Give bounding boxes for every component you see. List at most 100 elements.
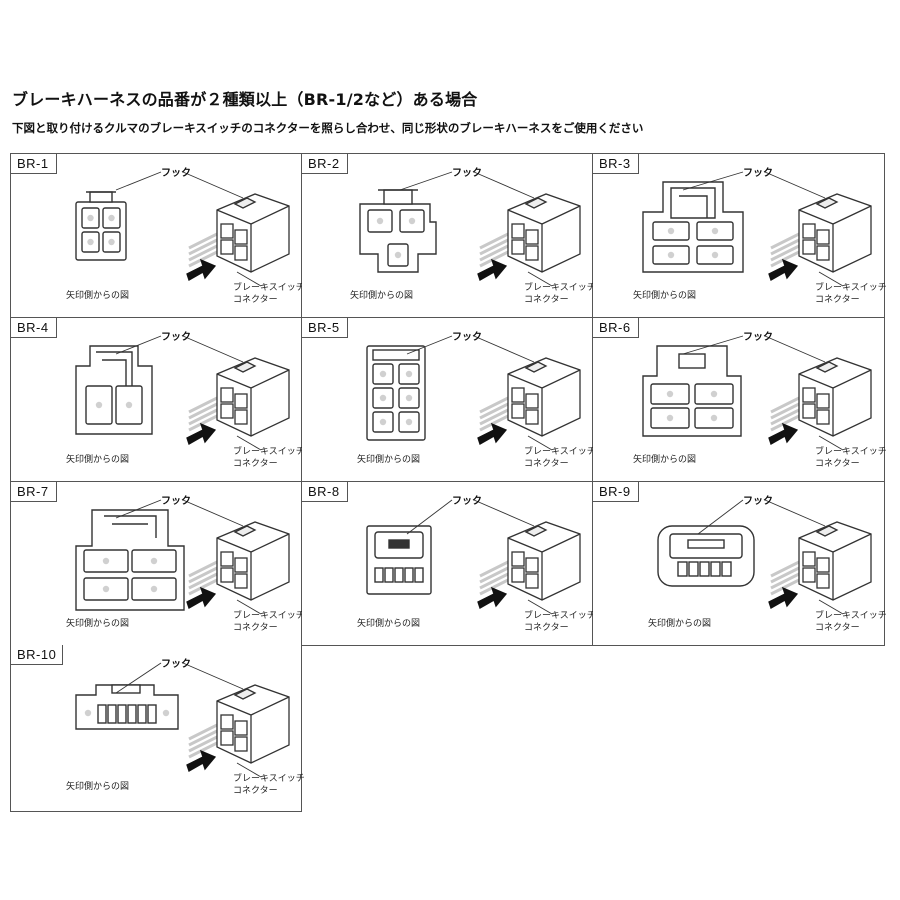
connector-caption-line2: コネクター: [815, 459, 860, 469]
panel-label: BR-3: [593, 154, 639, 174]
hook-label: フック: [161, 168, 191, 179]
connector-caption-line1: ブレーキスイッチ: [233, 283, 305, 293]
panel-br-5: BR-5 フック矢印側からの図 ブレーキスイッチコネクター: [302, 318, 596, 482]
brake-switch-connector-drawing: [477, 357, 581, 445]
front-view-diagram: [75, 191, 127, 261]
hook-label: フック: [743, 496, 773, 507]
front-view-diagram: [642, 345, 742, 437]
panel-br-10: BR-10 フック矢印側からの図 ブレーキスイッチコネクター: [10, 645, 305, 812]
hook-leader-lines: [682, 171, 844, 287]
connector-caption-line2: コネクター: [233, 459, 278, 469]
panel-drawing: [75, 499, 290, 615]
panel-drawing: [366, 335, 581, 451]
connector-caption-line1: ブレーキスイッチ: [233, 774, 305, 784]
front-view-caption: 矢印側からの図: [357, 455, 421, 465]
panel-drawing: [642, 171, 872, 287]
front-view-diagram: [75, 509, 185, 611]
hook-label: フック: [743, 168, 773, 179]
panel-br-3: BR-3 フック矢印側からの図 ブレーキスイッチコネクター: [593, 154, 887, 318]
panel-br-2: BR-2 フック矢印側からの図 ブレーキスイッチコネクター: [302, 154, 596, 318]
panel-label: BR-5: [302, 318, 348, 338]
hook-label: フック: [452, 496, 482, 507]
connector-caption-line1: ブレーキスイッチ: [815, 283, 887, 293]
hook-leader-lines: [406, 499, 553, 615]
panel-label: BR-4: [11, 318, 57, 338]
connector-caption-line2: コネクター: [524, 623, 569, 633]
panel-label: BR-6: [593, 318, 639, 338]
connector-caption-line1: ブレーキスイッチ: [233, 611, 305, 621]
front-view-diagram: [359, 189, 437, 273]
brake-switch-connector-drawing: [186, 521, 290, 609]
front-view-caption: 矢印側からの図: [357, 619, 421, 629]
connector-caption-line1: ブレーキスイッチ: [815, 447, 887, 457]
panel-drawing: [75, 662, 290, 778]
hook-leader-lines: [115, 662, 262, 778]
front-view-caption: 矢印側からの図: [633, 455, 697, 465]
connector-caption-line1: ブレーキスイッチ: [233, 447, 305, 457]
connector-caption-line1: ブレーキスイッチ: [524, 447, 596, 457]
panel-drawing: [642, 335, 872, 451]
connector-caption-line2: コネクター: [233, 623, 278, 633]
hook-leader-lines: [115, 499, 262, 615]
front-view-diagram: [642, 181, 744, 273]
brake-switch-connector-drawing: [186, 357, 290, 445]
front-view-caption: 矢印側からの図: [66, 291, 130, 301]
connector-caption-line1: ブレーキスイッチ: [815, 611, 887, 621]
panel-br-7: BR-7 フック矢印側からの図 ブレーキスイッチコネクター: [11, 482, 305, 646]
panel-label: BR-2: [302, 154, 348, 174]
panel-label: BR-7: [11, 482, 57, 502]
front-view-diagram: [657, 525, 755, 587]
hook-label: フック: [161, 332, 191, 343]
brake-switch-connector-drawing: [186, 193, 290, 281]
front-view-caption: 矢印側からの図: [66, 619, 130, 629]
hook-leader-lines: [115, 335, 262, 451]
panel-drawing: [359, 171, 581, 287]
brake-switch-connector-drawing: [186, 684, 290, 772]
connector-caption-line2: コネクター: [233, 295, 278, 305]
connector-caption-line2: コネクター: [524, 459, 569, 469]
connector-caption-line2: コネクター: [815, 623, 860, 633]
front-view-caption: 矢印側からの図: [648, 619, 712, 629]
page-heading: ブレーキハーネスの品番が２種類以上（BR-1/2など）ある場合: [12, 90, 478, 109]
brake-switch-connector-drawing: [768, 193, 872, 281]
connector-caption-line2: コネクター: [233, 786, 278, 796]
connector-caption-line2: コネクター: [815, 295, 860, 305]
hook-label: フック: [161, 659, 191, 670]
panel-label: BR-10: [11, 645, 64, 665]
panel-drawing: [366, 499, 581, 615]
panel-br-6: BR-6 フック矢印側からの図 ブレーキスイッチコネクター: [593, 318, 887, 482]
panel-br-8: BR-8 フック矢印側からの図 ブレーキスイッチコネクター: [302, 482, 596, 646]
hook-label: フック: [452, 332, 482, 343]
connector-caption-line1: ブレーキスイッチ: [524, 611, 596, 621]
hook-leader-lines: [115, 171, 262, 287]
front-view-diagram: [366, 525, 432, 595]
hook-leader-lines: [399, 171, 553, 287]
front-view-caption: 矢印側からの図: [350, 291, 414, 301]
front-view-caption: 矢印側からの図: [66, 455, 130, 465]
hook-label: フック: [743, 332, 773, 343]
front-view-caption: 矢印側からの図: [66, 782, 130, 792]
panel-label: BR-8: [302, 482, 348, 502]
panel-drawing: [75, 335, 290, 451]
hook-label: フック: [452, 168, 482, 179]
panel-drawing: [657, 499, 872, 615]
panel-label: BR-9: [593, 482, 639, 502]
brake-switch-connector-drawing: [768, 521, 872, 609]
brake-switch-connector-drawing: [477, 521, 581, 609]
front-view-diagram: [75, 345, 153, 435]
connector-caption-line1: ブレーキスイッチ: [524, 283, 596, 293]
panel-drawing: [75, 171, 290, 287]
panel-br-1: BR-1 フック矢印側からの図 ブレーキスイッチコネクター: [11, 154, 305, 318]
hook-label: フック: [161, 496, 191, 507]
instruction-text: 下図と取り付けるクルマのブレーキスイッチのコネクターを照らし合わせ、同じ形状のブ…: [12, 121, 644, 135]
hook-leader-lines: [697, 499, 844, 615]
front-view-caption: 矢印側からの図: [633, 291, 697, 301]
front-view-diagram: [366, 345, 426, 441]
panel-br-9: BR-9 フック矢印側からの図 ブレーキスイッチコネクター: [593, 482, 887, 646]
panel-label: BR-1: [11, 154, 57, 174]
panel-br-4: BR-4 フック矢印側からの図 ブレーキスイッチコネクター: [11, 318, 305, 482]
brake-switch-connector-drawing: [477, 193, 581, 281]
connector-caption-line2: コネクター: [524, 295, 569, 305]
front-view-diagram: [75, 684, 179, 730]
